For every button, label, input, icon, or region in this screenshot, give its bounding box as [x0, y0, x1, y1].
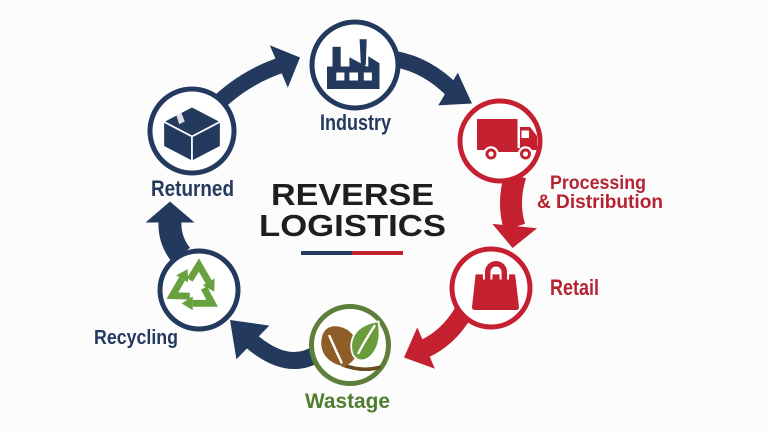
svg-text:LOGISTICS: LOGISTICS [259, 208, 446, 243]
svg-text:Industry: Industry [320, 110, 392, 135]
svg-text:Retail: Retail [550, 275, 599, 300]
svg-text:Wastage: Wastage [305, 389, 390, 413]
svg-text:Recycling: Recycling [94, 327, 178, 349]
svg-text:Processing: Processing [550, 173, 646, 194]
svg-text:REVERSE: REVERSE [271, 177, 434, 212]
svg-text:& Distribution: & Distribution [537, 192, 663, 213]
svg-text:Returned: Returned [151, 176, 234, 201]
